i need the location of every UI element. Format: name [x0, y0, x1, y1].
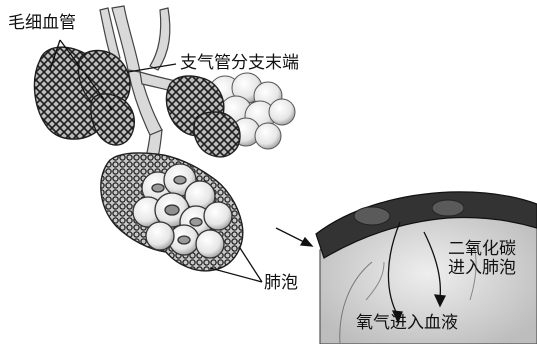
alveoli-label: 肺泡	[264, 274, 298, 293]
co2-enter-label-line2: 进入肺泡	[448, 259, 516, 278]
bronchiole-end-label: 支气管分支末端	[180, 54, 299, 73]
co2-enter-label: 二氧化碳 进入肺泡	[448, 240, 516, 277]
alveoli-bunch	[133, 164, 232, 258]
co2-enter-label-line1: 二氧化碳	[448, 240, 516, 259]
capillaries-label: 毛细血管	[8, 14, 76, 33]
o2-enter-label: 氧气进入血液	[356, 314, 458, 333]
zoom-arrow	[276, 228, 312, 246]
